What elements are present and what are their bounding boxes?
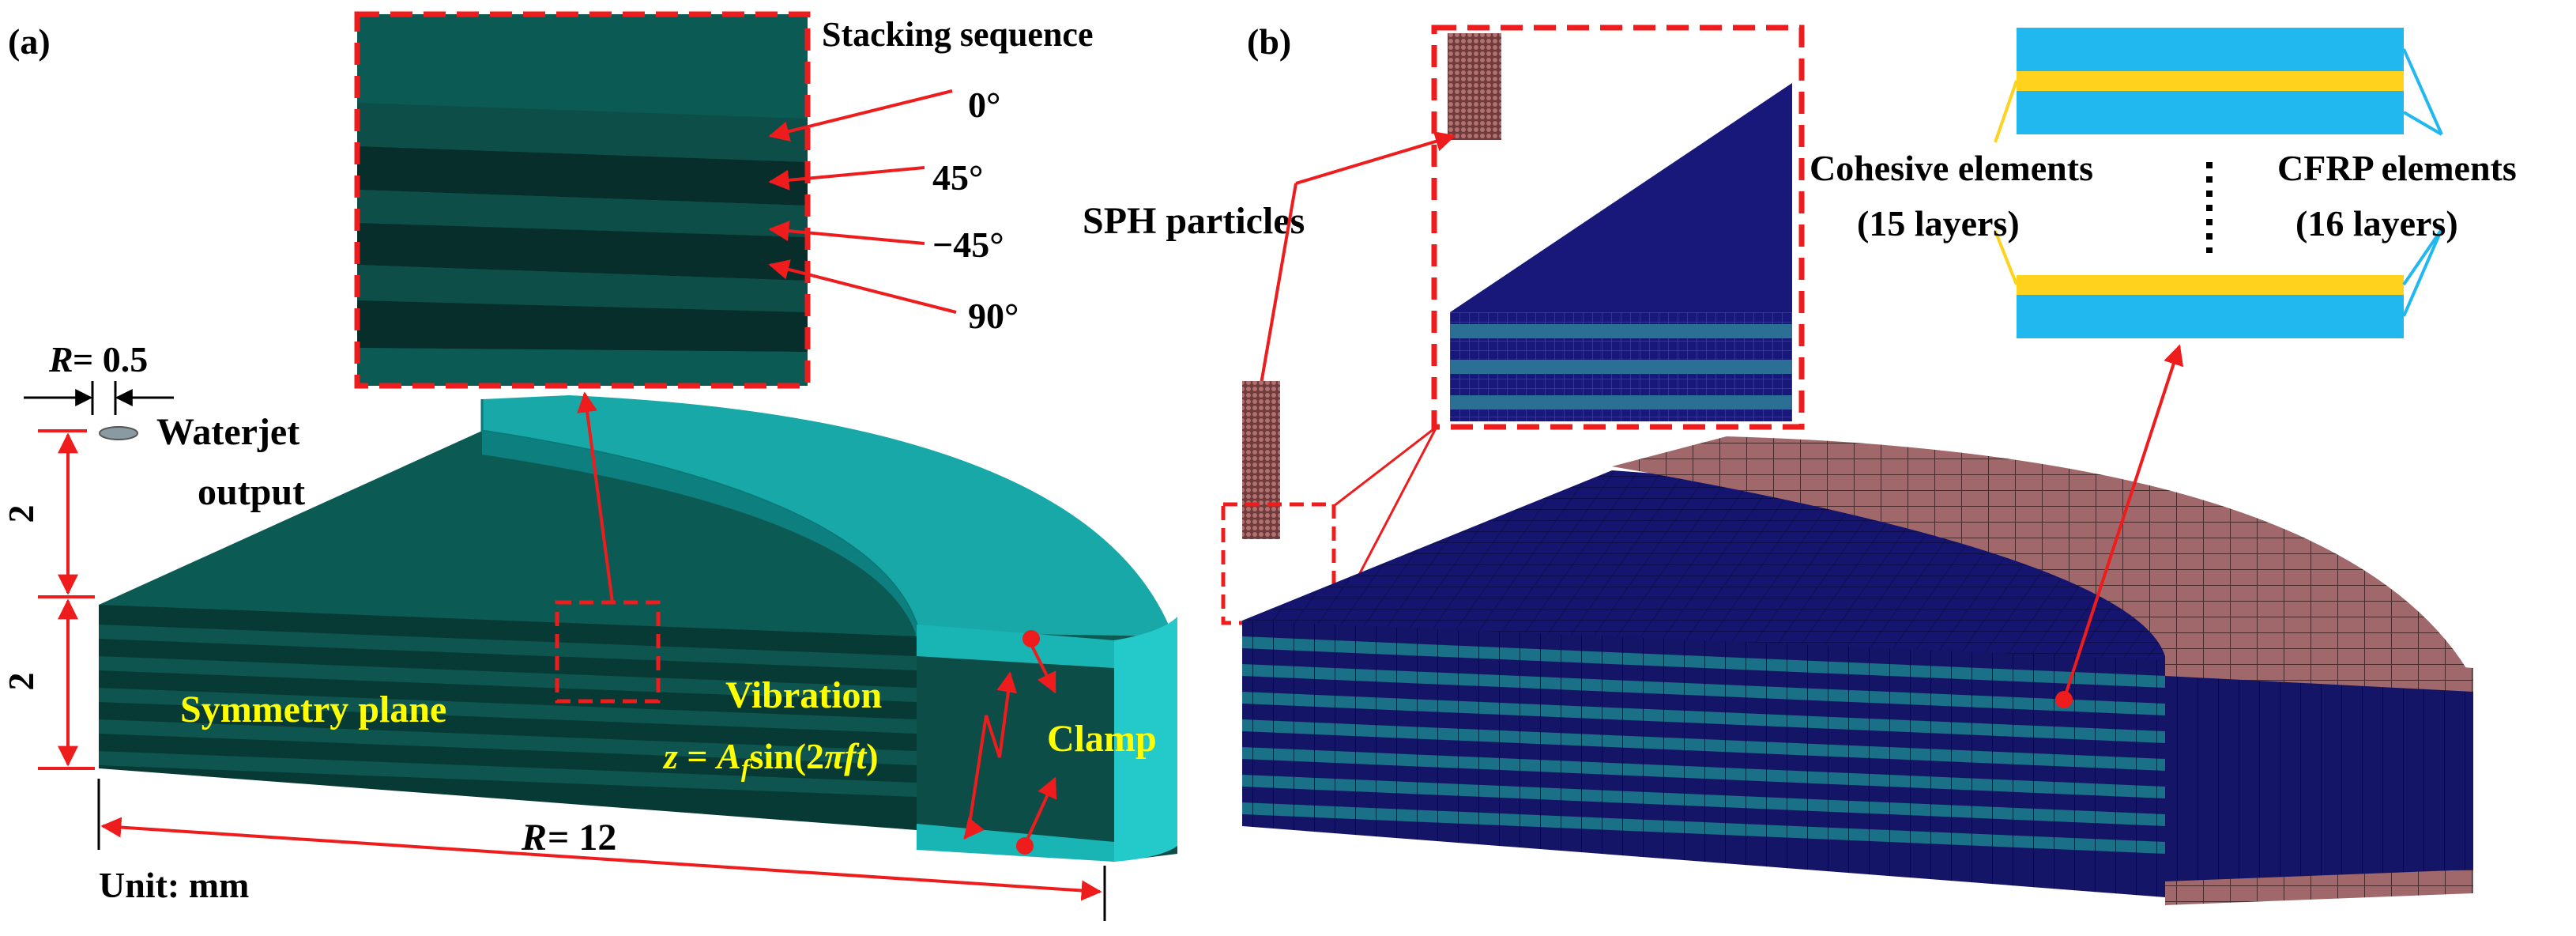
mesh-clamp-top — [1612, 436, 2473, 680]
thickness-dims — [38, 429, 95, 770]
sph-label: SPH particles — [1083, 200, 1305, 242]
vibration-label: Vibration — [725, 674, 882, 716]
mesh-model — [1242, 344, 2473, 905]
cfrp-label-2: (16 layers) — [2295, 203, 2458, 243]
clamp-label: Clamp — [1047, 718, 1157, 760]
angle-45: 45° — [932, 157, 983, 198]
laminate-side-layers — [99, 605, 917, 830]
unit-label: Unit: mm — [99, 865, 249, 905]
waterjet-R-value: = 0.5 — [73, 339, 148, 379]
panel-b: (b) SPH particles — [1083, 21, 2517, 905]
cfrp-label-1: CFRP elements — [2277, 148, 2517, 188]
laminate-model — [99, 391, 1177, 862]
stacking-title: Stacking sequence — [822, 15, 1093, 54]
panel-a-label: (a) — [8, 21, 51, 62]
cfrp-bottom-2 — [2017, 295, 2404, 338]
sph-inset — [1431, 25, 1805, 430]
cohesive-bottom — [2017, 275, 2404, 295]
inset-wedge-side — [1450, 312, 1792, 421]
waterjet-nozzle — [99, 426, 138, 440]
layer-schematic — [1994, 28, 2443, 338]
magnify-region-box — [555, 600, 661, 704]
cohesive-top — [2017, 71, 2404, 91]
waterjet-label-1: Waterjet — [156, 411, 299, 453]
radius-dim — [97, 779, 1106, 921]
angle-90: 90° — [968, 296, 1019, 336]
cfrp-top-1 — [2017, 28, 2404, 71]
waterjet-label-2: output — [198, 471, 305, 513]
cfrp-leaders — [2402, 48, 2443, 317]
sph-inset-dashed-frame — [1431, 25, 1805, 430]
inset-dashed-frame — [354, 11, 811, 389]
stacking-inset — [354, 11, 811, 389]
cohesive-label-1: Cohesive elements — [1810, 148, 2093, 188]
clamp-outer-face — [917, 636, 1177, 862]
clamp-inner-wall — [482, 431, 917, 636]
inset-wedge-top — [1450, 83, 1792, 312]
mesh-side-layers — [1242, 621, 2165, 897]
panel-b-label: (b) — [1247, 21, 1291, 62]
stacking-arrows — [768, 89, 957, 314]
angle-0: 0° — [968, 85, 1000, 125]
clamp-top — [482, 395, 1173, 636]
symmetry-plane-label: Symmetry plane — [180, 689, 446, 730]
sph-particle-column — [1242, 381, 1280, 539]
angle-neg45: −45° — [932, 225, 1004, 265]
radius-R-symbol: R — [521, 817, 547, 859]
sph-arrows — [1249, 131, 1456, 413]
cohesive-label-2: (15 layers) — [1857, 203, 2020, 243]
inset-ply-bands — [357, 103, 808, 386]
panel-a: (a) Stacking sequence 0° 45° −45° 90° — [1, 11, 1177, 921]
sph-region-box — [1221, 502, 1336, 625]
cohesive-leaders — [1994, 80, 2018, 285]
dim-lower-value: 2 — [1, 673, 41, 691]
cfrp-top-2 — [2017, 91, 2404, 134]
dim-upper-value: 2 — [1, 505, 41, 523]
radius-R-value: = 12 — [548, 817, 616, 859]
vibration-equation: z = Afsin(2πft) — [662, 736, 879, 782]
waterjet-dim: R = 0.5 — [24, 339, 174, 440]
waterjet-R-symbol: R — [48, 339, 73, 379]
